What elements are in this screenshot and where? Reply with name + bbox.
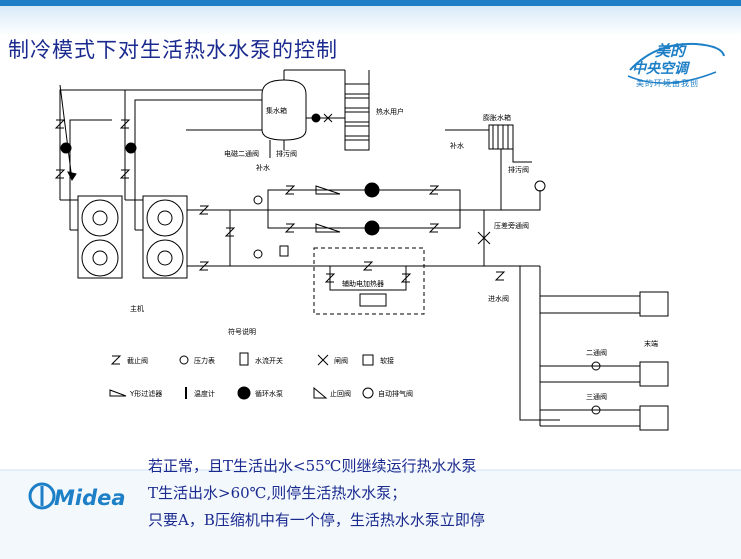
label-makeup-water: 补水 bbox=[450, 141, 464, 150]
legend-pressure-gauge-icon bbox=[179, 355, 189, 365]
label-pressure-bypass: 压差旁通阀 bbox=[494, 221, 529, 230]
note-line-3: 只要A，B压缩机中有一个停，生活热水水泵立即停 bbox=[148, 511, 485, 529]
legend-circulation-pump-icon bbox=[237, 386, 251, 400]
legend-label-soft-joint: 软接 bbox=[380, 356, 394, 365]
expansion-tank bbox=[488, 124, 514, 150]
legend-auto-vent-valve-icon bbox=[362, 387, 374, 399]
label-three-way: 三通阀 bbox=[586, 392, 607, 401]
label-main-unit: 主机 bbox=[130, 304, 144, 313]
legend-label-thermometer: 温度计 bbox=[194, 389, 215, 398]
slide-title: 制冷模式下对生活热水水泵的控制 bbox=[8, 38, 338, 62]
legend-label-stop-valve: 截止阀 bbox=[127, 356, 148, 365]
brand-name-sub: 中央空调 bbox=[632, 61, 688, 77]
brand-name-cn: 美的 bbox=[655, 42, 686, 60]
aux-heater-box bbox=[313, 247, 425, 315]
collect-tank bbox=[261, 79, 307, 141]
label-aux-heater: 辅助电加热器 bbox=[342, 279, 384, 288]
brand-slogan: 美的环境由我创 bbox=[636, 79, 699, 88]
legend-y-filter-icon bbox=[109, 389, 127, 397]
label-terminal: 末端 bbox=[644, 339, 658, 348]
midea-logo-text: Midea bbox=[54, 486, 126, 510]
legend-soft-joint-icon bbox=[362, 354, 374, 366]
terminal-unit-3 bbox=[639, 405, 669, 431]
legend-flow-switch-icon bbox=[239, 352, 249, 366]
hot-water-users bbox=[344, 70, 370, 151]
legend-check-valve-icon bbox=[313, 386, 328, 399]
label-drain-valve-tank: 排污阀 bbox=[276, 149, 297, 158]
label-legend-title: 符号说明 bbox=[228, 327, 256, 336]
legend-label-auto-vent-valve: 自动排气阀 bbox=[378, 389, 413, 398]
label-hot-water-users: 热水用户 bbox=[376, 107, 404, 116]
label-collect-tank: 集水箱 bbox=[266, 106, 287, 115]
legend-label-check-valve: 止回阀 bbox=[330, 389, 351, 398]
main-unit-a bbox=[77, 195, 123, 279]
legend-gate-valve-icon bbox=[317, 354, 329, 366]
note-line-2: T生活出水>60℃,则停生活热水水泵； bbox=[148, 484, 407, 502]
legend-label-circulation-pump: 循环水泵 bbox=[255, 389, 283, 398]
legend-label-pressure-gauge: 压力表 bbox=[194, 356, 215, 365]
label-two-way-1: 二通阀 bbox=[586, 348, 607, 357]
main-unit-b bbox=[142, 195, 188, 279]
label-expansion-tank: 膨胀水箱 bbox=[483, 113, 511, 122]
terminal-unit-1 bbox=[639, 291, 669, 317]
label-makeup-water-tank: 补水 bbox=[256, 163, 270, 172]
legend-label-gate-valve: 闸阀 bbox=[334, 356, 348, 365]
label-drain-valve-exp: 排污阀 bbox=[508, 165, 529, 174]
legend-stop-valve-icon bbox=[110, 355, 122, 365]
legend-label-flow-switch: 水流开关 bbox=[255, 356, 283, 365]
midea-logo-icon bbox=[28, 482, 56, 510]
legend-label-y-filter: Y形过滤器 bbox=[129, 389, 162, 398]
note-line-1: 若正常，且T生活出水<55℃则继续运行热水水泵 bbox=[148, 457, 477, 475]
label-inlet-valve: 进水阀 bbox=[488, 294, 509, 303]
terminal-unit-2 bbox=[639, 361, 669, 387]
label-solenoid-valve: 电磁二通阀 bbox=[224, 149, 259, 158]
brand-swoosh-icon bbox=[627, 42, 725, 84]
